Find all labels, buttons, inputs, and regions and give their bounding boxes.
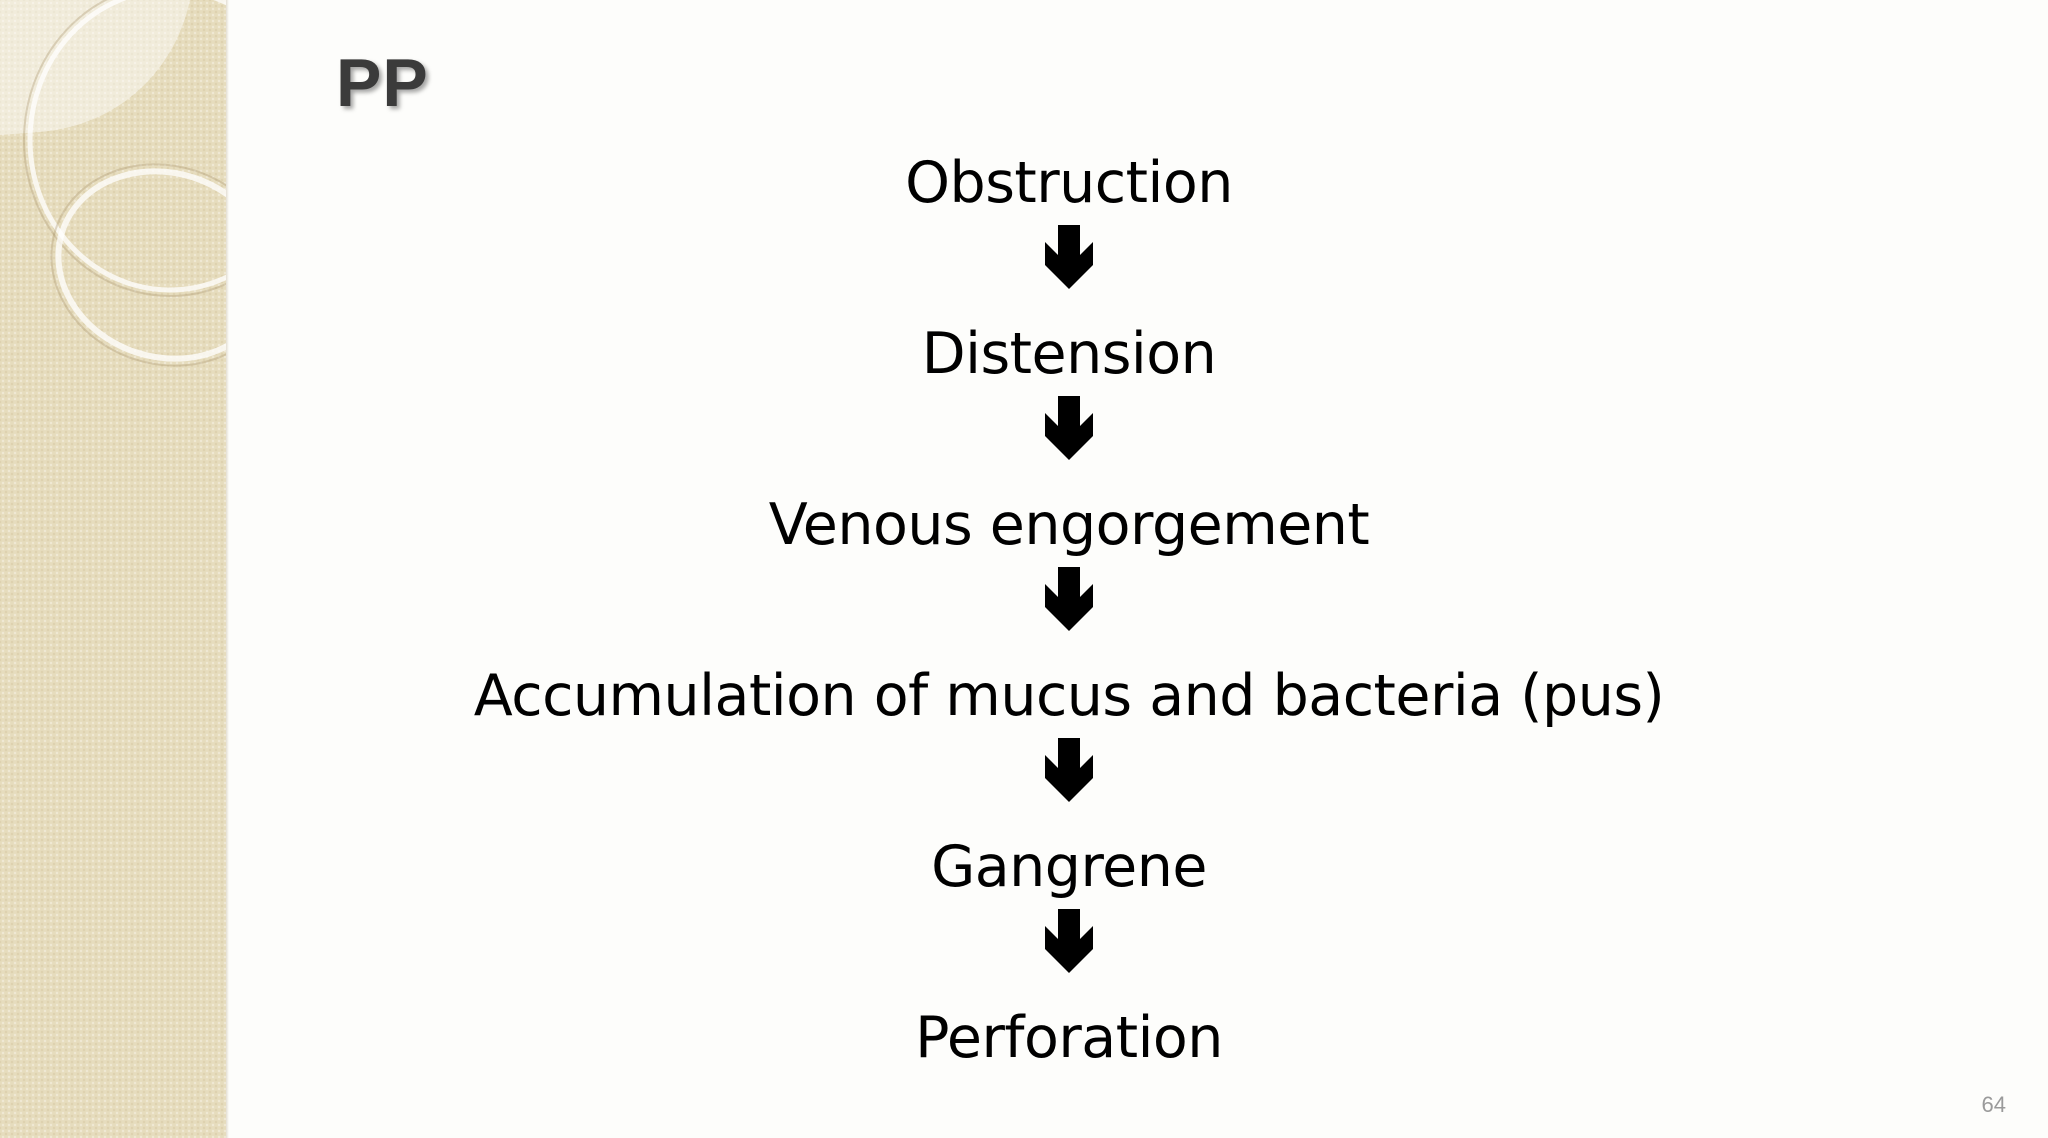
down-arrow-icon xyxy=(1045,396,1093,460)
ring-ornament-icon xyxy=(0,0,226,367)
sidebar-edge xyxy=(226,0,229,1138)
step-gangrene: Gangrene xyxy=(931,834,1207,900)
decorative-sidebar xyxy=(0,0,226,1138)
down-arrow-icon xyxy=(1045,225,1093,289)
step-obstruction: Obstruction xyxy=(905,150,1233,216)
flowchart: Obstruction Distension Venous engorgemen… xyxy=(229,0,2048,1138)
step-accumulation: Accumulation of mucus and bacteria (pus) xyxy=(473,663,1665,729)
down-arrow-icon xyxy=(1045,738,1093,802)
down-arrow-icon xyxy=(1045,567,1093,631)
step-venous-engorgement: Venous engorgement xyxy=(768,492,1370,558)
step-perforation: Perforation xyxy=(915,1005,1223,1071)
page-number: 64 xyxy=(1981,1092,2006,1117)
step-distension: Distension xyxy=(921,321,1217,387)
down-arrow-icon xyxy=(1045,909,1093,973)
slide-title: PP xyxy=(336,45,429,121)
